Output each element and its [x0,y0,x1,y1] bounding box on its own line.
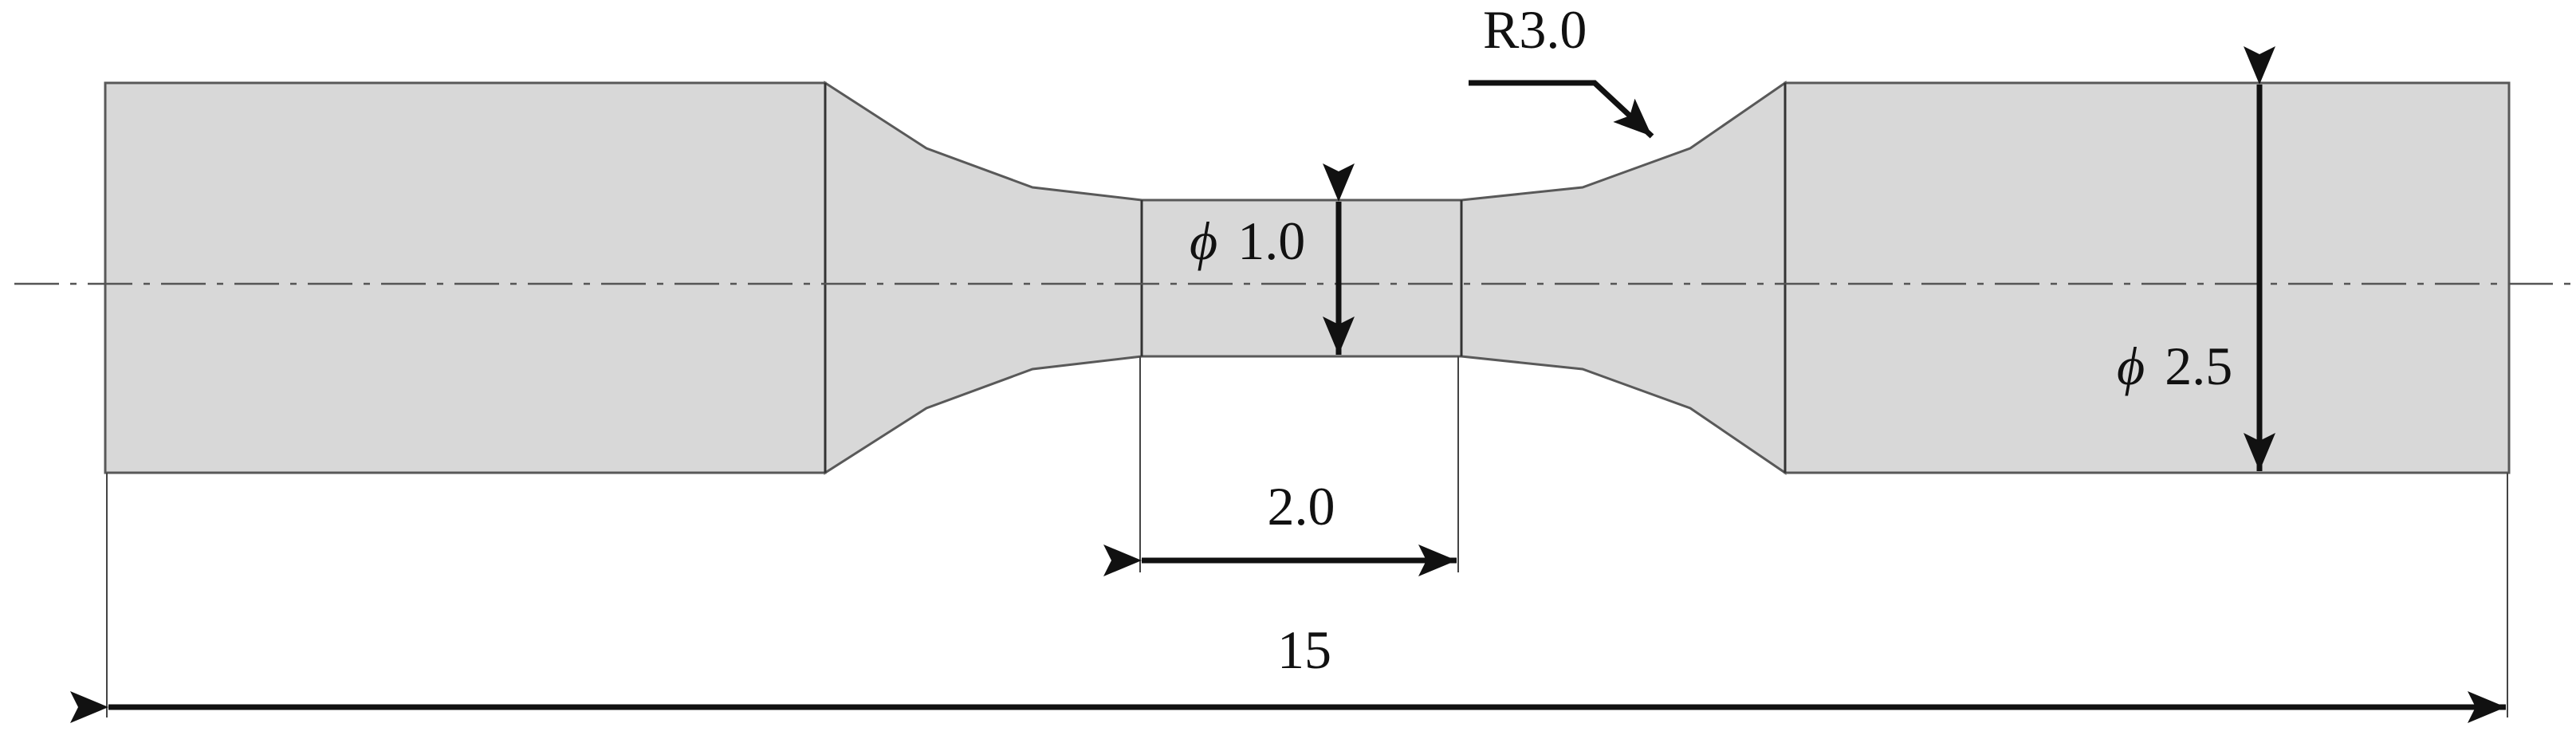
phi-symbol: ϕ [1190,210,1217,271]
right-grip [1784,81,2511,474]
gauge-diameter-value: 1.0 [1237,210,1305,271]
fillet-radius-leader [1469,80,1654,139]
grip-diameter-label: ϕ 2.5 [2117,336,2232,396]
specimen-body [104,81,2511,475]
extension-lines [106,356,2508,717]
left-grip [104,81,827,474]
fillet-leader-line [1469,80,1654,139]
phi-symbol: ϕ [2117,336,2145,396]
dimension-labels: 15 2.0 ϕ 1.0 ϕ 2.5 R3.0 [1190,0,2232,680]
left-transition [824,81,1143,475]
gauge-diameter-label: ϕ 1.0 [1190,210,1305,271]
total-length-label: 15 [1277,619,1331,680]
gauge-length-label: 2.0 [1268,476,1335,537]
right-transition [1460,81,1787,475]
grip-diameter-value: 2.5 [2165,336,2232,396]
dimension-lines [70,46,2506,723]
gauge-section [1140,199,1463,358]
fillet-radius-label: R3.0 [1483,0,1587,60]
